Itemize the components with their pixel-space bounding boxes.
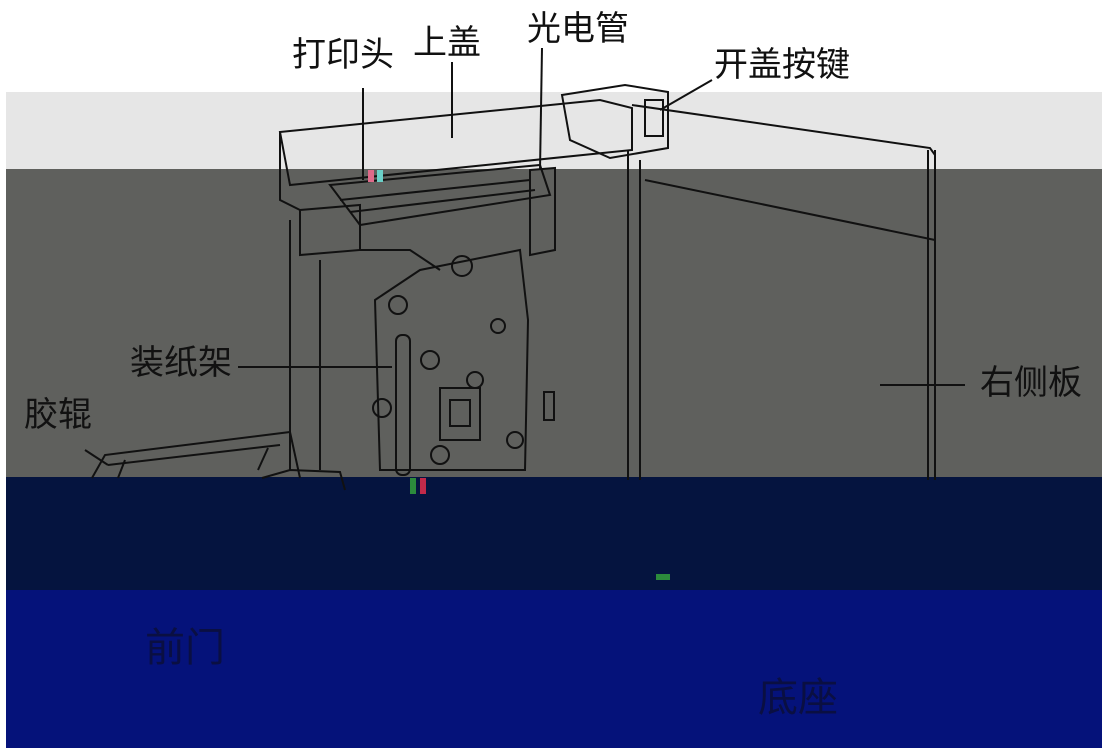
band-navy — [6, 477, 1102, 590]
label-bottom-band: 底座 — [758, 675, 838, 721]
label-rubber-roller: 胶辊 — [24, 395, 92, 435]
label-print-head: 打印头 — [292, 35, 394, 75]
printer-outline — [84, 47, 965, 491]
label-left-band: 前门 — [145, 625, 225, 671]
label-right-side-panel: 右侧板 — [980, 363, 1082, 403]
color-artifacts — [368, 170, 670, 580]
band-blue — [6, 590, 1102, 748]
label-top-cover: 上盖 — [413, 23, 481, 63]
label-cover-open-button: 开盖按键 — [714, 45, 850, 85]
label-paper-holder: 装纸架 — [130, 343, 232, 383]
label-photo-sensor: 光电管 — [527, 9, 629, 49]
